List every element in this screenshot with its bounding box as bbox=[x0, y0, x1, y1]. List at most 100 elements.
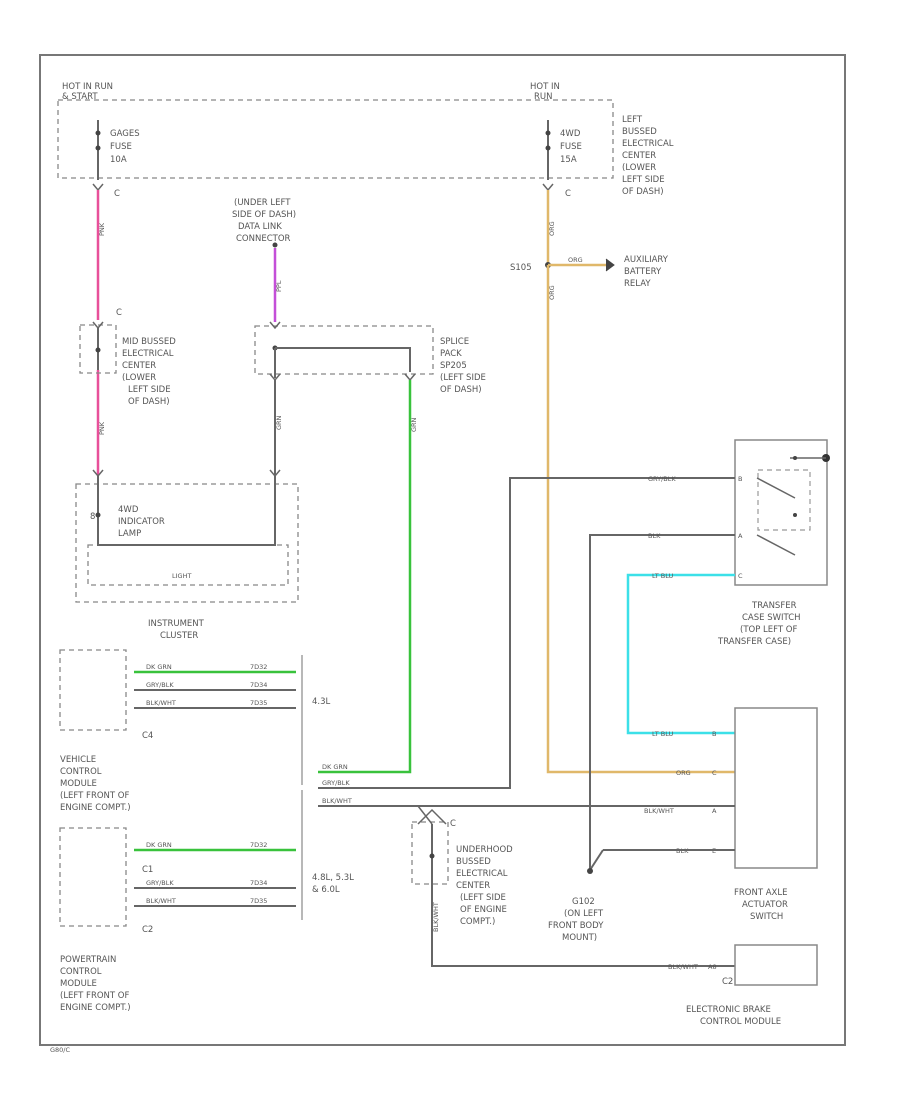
svg-text:BUSSED: BUSSED bbox=[622, 127, 657, 137]
svg-text:OF ENGINE: OF ENGINE bbox=[460, 905, 507, 915]
pcm-wire-1-code: 7D32 bbox=[250, 841, 267, 849]
ground-label-3: MOUNT) bbox=[562, 933, 597, 943]
cluster-pin-left: 8 bbox=[90, 512, 95, 522]
underhood-wire-label: BLK/WHT bbox=[432, 902, 440, 932]
connector-c-left bbox=[92, 183, 104, 192]
underhood-to-ebcm-wire bbox=[431, 884, 735, 967]
vcm-engine-label: 4.3L bbox=[312, 697, 331, 707]
fuse-right-label-2: FUSE bbox=[560, 142, 582, 152]
cluster-feed-label: GRN bbox=[275, 415, 283, 430]
svg-text:AUXILIARY: AUXILIARY bbox=[624, 255, 669, 265]
tc-blk-wire bbox=[589, 534, 735, 870]
fuse-right-dot-2 bbox=[545, 145, 551, 151]
pcm-wire-3-label: BLK/WHT bbox=[146, 897, 176, 905]
pcm-box bbox=[59, 827, 127, 927]
svg-text:CENTER: CENTER bbox=[122, 361, 156, 371]
tc-gryblk-wire bbox=[318, 477, 735, 789]
svg-text:SWITCH: SWITCH bbox=[750, 912, 783, 922]
purple-wire-label: PPL bbox=[275, 280, 283, 292]
pink-wire-label-lower: PNK bbox=[98, 421, 106, 435]
splice-label: SPLICE PACK SP205 (LEFT SIDE OF DASH) bbox=[440, 337, 486, 395]
ebcm-connector: C2 bbox=[722, 977, 733, 987]
footer-code: G80/C bbox=[50, 1046, 70, 1054]
svg-text:CONTROL: CONTROL bbox=[60, 767, 102, 777]
ebcm-label-1: ELECTRONIC BRAKE bbox=[686, 1005, 771, 1015]
vcm-wire-3-label: BLK/WHT bbox=[146, 699, 176, 707]
ebcm-pin: A8 bbox=[708, 963, 717, 971]
green-wire-vertical-label: GRN bbox=[410, 417, 418, 432]
transfer-case-label: TRANSFER CASE SWITCH (TOP LEFT OF TRANSF… bbox=[717, 601, 801, 647]
svg-text:LEFT: LEFT bbox=[622, 115, 643, 125]
orange-wire-lower bbox=[546, 265, 735, 774]
tc-pin-1: B bbox=[738, 475, 742, 483]
underhood-pin: C bbox=[450, 819, 456, 829]
orange-relay-wire-label: ORG bbox=[568, 256, 583, 264]
cluster-lamp-label-3: LAMP bbox=[118, 529, 141, 539]
ebcm-wire-label: BLK/WHT bbox=[668, 963, 698, 971]
s105-label: S105 bbox=[510, 263, 532, 273]
cluster-lamp-dot bbox=[95, 512, 101, 518]
svg-text:SPLICE: SPLICE bbox=[440, 337, 469, 347]
fuse-left-label-1: GAGES bbox=[110, 129, 140, 139]
diagram-frame bbox=[39, 54, 846, 1046]
ground-label-2: FRONT BODY bbox=[548, 921, 604, 931]
svg-text:TRANSFER: TRANSFER bbox=[751, 601, 797, 611]
svg-text:VEHICLE: VEHICLE bbox=[60, 755, 96, 765]
tc-wire-2-label: BLK bbox=[648, 532, 661, 540]
fuse-left-dot-2 bbox=[95, 145, 101, 151]
svg-text:SP205: SP205 bbox=[440, 361, 467, 371]
mid-bussed-pin: C bbox=[116, 308, 122, 318]
transfer-case-contact-1 bbox=[756, 477, 796, 499]
svg-text:LEFT SIDE: LEFT SIDE bbox=[622, 175, 665, 185]
svg-text:UNDERHOOD: UNDERHOOD bbox=[456, 845, 513, 855]
splice-connector bbox=[269, 321, 281, 330]
transfer-case-contact-2 bbox=[756, 534, 796, 556]
splice-bar bbox=[275, 347, 411, 372]
svg-text:FRONT AXLE: FRONT AXLE bbox=[734, 888, 787, 898]
cluster-label-1: INSTRUMENT bbox=[148, 619, 205, 629]
vcm-wire-1-label: DK GRN bbox=[146, 663, 172, 671]
dlc-terminal-dot bbox=[272, 242, 278, 248]
pcm-connector-2: C2 bbox=[142, 925, 153, 935]
svg-text:(LEFT SIDE: (LEFT SIDE bbox=[440, 373, 486, 383]
pcm-wire-2-code: 7D34 bbox=[250, 879, 267, 887]
svg-text:(UNDER LEFT: (UNDER LEFT bbox=[234, 198, 291, 208]
aux-battery-relay-label: AUXILIARY BATTERY RELAY bbox=[624, 255, 669, 289]
svg-text:COMPT.): COMPT.) bbox=[460, 917, 495, 927]
ground-id: G102 bbox=[572, 897, 595, 907]
left-bussed-center-label: LEFT BUSSED ELECTRICAL CENTER (LOWER LEF… bbox=[622, 115, 674, 197]
tc-wire-1-label: GRY/BLK bbox=[648, 475, 676, 483]
svg-text:CASE SWITCH: CASE SWITCH bbox=[742, 613, 801, 623]
svg-text:CONTROL: CONTROL bbox=[60, 967, 102, 977]
transfer-case-switch-box bbox=[734, 439, 828, 586]
svg-text:MODULE: MODULE bbox=[60, 779, 97, 789]
svg-text:(LOWER: (LOWER bbox=[622, 163, 656, 173]
ebcm-box bbox=[734, 944, 818, 986]
svg-text:CENTER: CENTER bbox=[622, 151, 656, 161]
hot-run-start-label-1: HOT IN RUN bbox=[62, 82, 113, 92]
underhood-box bbox=[411, 821, 449, 885]
svg-text:RELAY: RELAY bbox=[624, 279, 651, 289]
svg-text:OF DASH): OF DASH) bbox=[440, 385, 482, 395]
vcm-wire-2-label: GRY/BLK bbox=[146, 681, 174, 689]
pin-c-left: C bbox=[114, 189, 120, 199]
svg-text:ENGINE COMPT.): ENGINE COMPT.) bbox=[60, 803, 131, 813]
svg-text:(LOWER: (LOWER bbox=[122, 373, 156, 383]
front-axle-switch-box bbox=[734, 707, 818, 869]
tc-pin-2: A bbox=[738, 532, 743, 540]
fuse-right-label-1: 4WD bbox=[560, 129, 581, 139]
svg-text:(LEFT FRONT OF: (LEFT FRONT OF bbox=[60, 991, 129, 1001]
fuse-right-label-3: 15A bbox=[560, 155, 577, 165]
pcm-wire-3-code: 7D35 bbox=[250, 897, 267, 905]
svg-text:ELECTRICAL: ELECTRICAL bbox=[122, 349, 174, 359]
ground-symbol bbox=[589, 849, 604, 871]
svg-text:MODULE: MODULE bbox=[60, 979, 97, 989]
hot-run-start-label-2: & START bbox=[62, 92, 98, 102]
splice-pack-box bbox=[254, 325, 434, 375]
fuse-left-dot-1 bbox=[95, 130, 101, 136]
svg-text:OF DASH): OF DASH) bbox=[128, 397, 170, 407]
main-wire-2-label: GRY/BLK bbox=[322, 779, 350, 787]
orange-wire-label-lower: ORG bbox=[548, 285, 556, 300]
svg-text:ELECTRICAL: ELECTRICAL bbox=[622, 139, 674, 149]
